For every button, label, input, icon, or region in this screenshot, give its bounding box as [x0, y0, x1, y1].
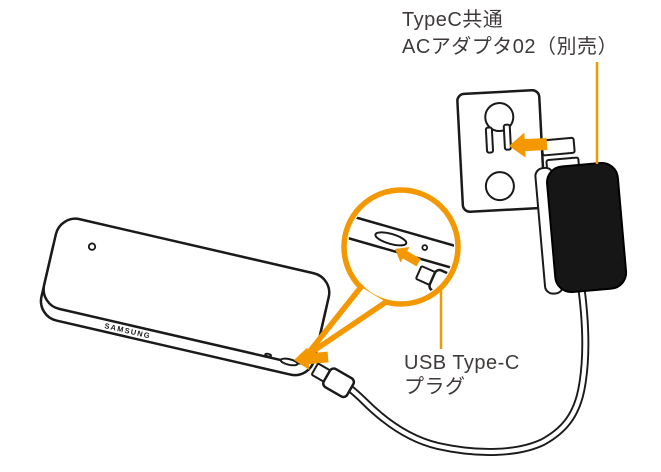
- plug-label-line2: プラグ: [404, 375, 466, 398]
- zoom-cable-stub-outline: [441, 286, 454, 300]
- usb-type-c-plug: [311, 362, 356, 399]
- smartphone-illustration: SAMSUNG: [39, 217, 331, 377]
- outlet-slot-right: [502, 123, 512, 151]
- usb-port-slot: [279, 357, 299, 367]
- zoom-cable-stub-core: [443, 288, 454, 300]
- microphone-hole: [264, 352, 272, 358]
- zoom-phone-screen-face: [348, 194, 454, 266]
- callout-tail-fill: [306, 287, 386, 356]
- magnifier-callout: [303, 187, 461, 359]
- ac-adapter-body: [546, 161, 628, 294]
- outlet-hole-bottom: [484, 171, 515, 202]
- power-cable-core: [344, 275, 588, 455]
- usb-plug-body: [322, 367, 356, 399]
- front-camera-dot: [87, 242, 97, 251]
- adapter-label-line1: TypeC共通: [402, 8, 503, 31]
- phone-screen-face: [42, 217, 331, 365]
- ac-adapter: [534, 161, 628, 295]
- outlet-slot-left: [484, 126, 495, 154]
- zoom-microphone-hole: [421, 244, 429, 251]
- wall-outlet: [456, 89, 546, 213]
- plug-label-line1: USB Type-C: [404, 352, 520, 374]
- callout-tail-lines: [303, 284, 389, 359]
- adapter-label-line2: ACアダプタ02（別売）: [402, 35, 618, 58]
- zoom-usb-port-slot: [374, 231, 408, 247]
